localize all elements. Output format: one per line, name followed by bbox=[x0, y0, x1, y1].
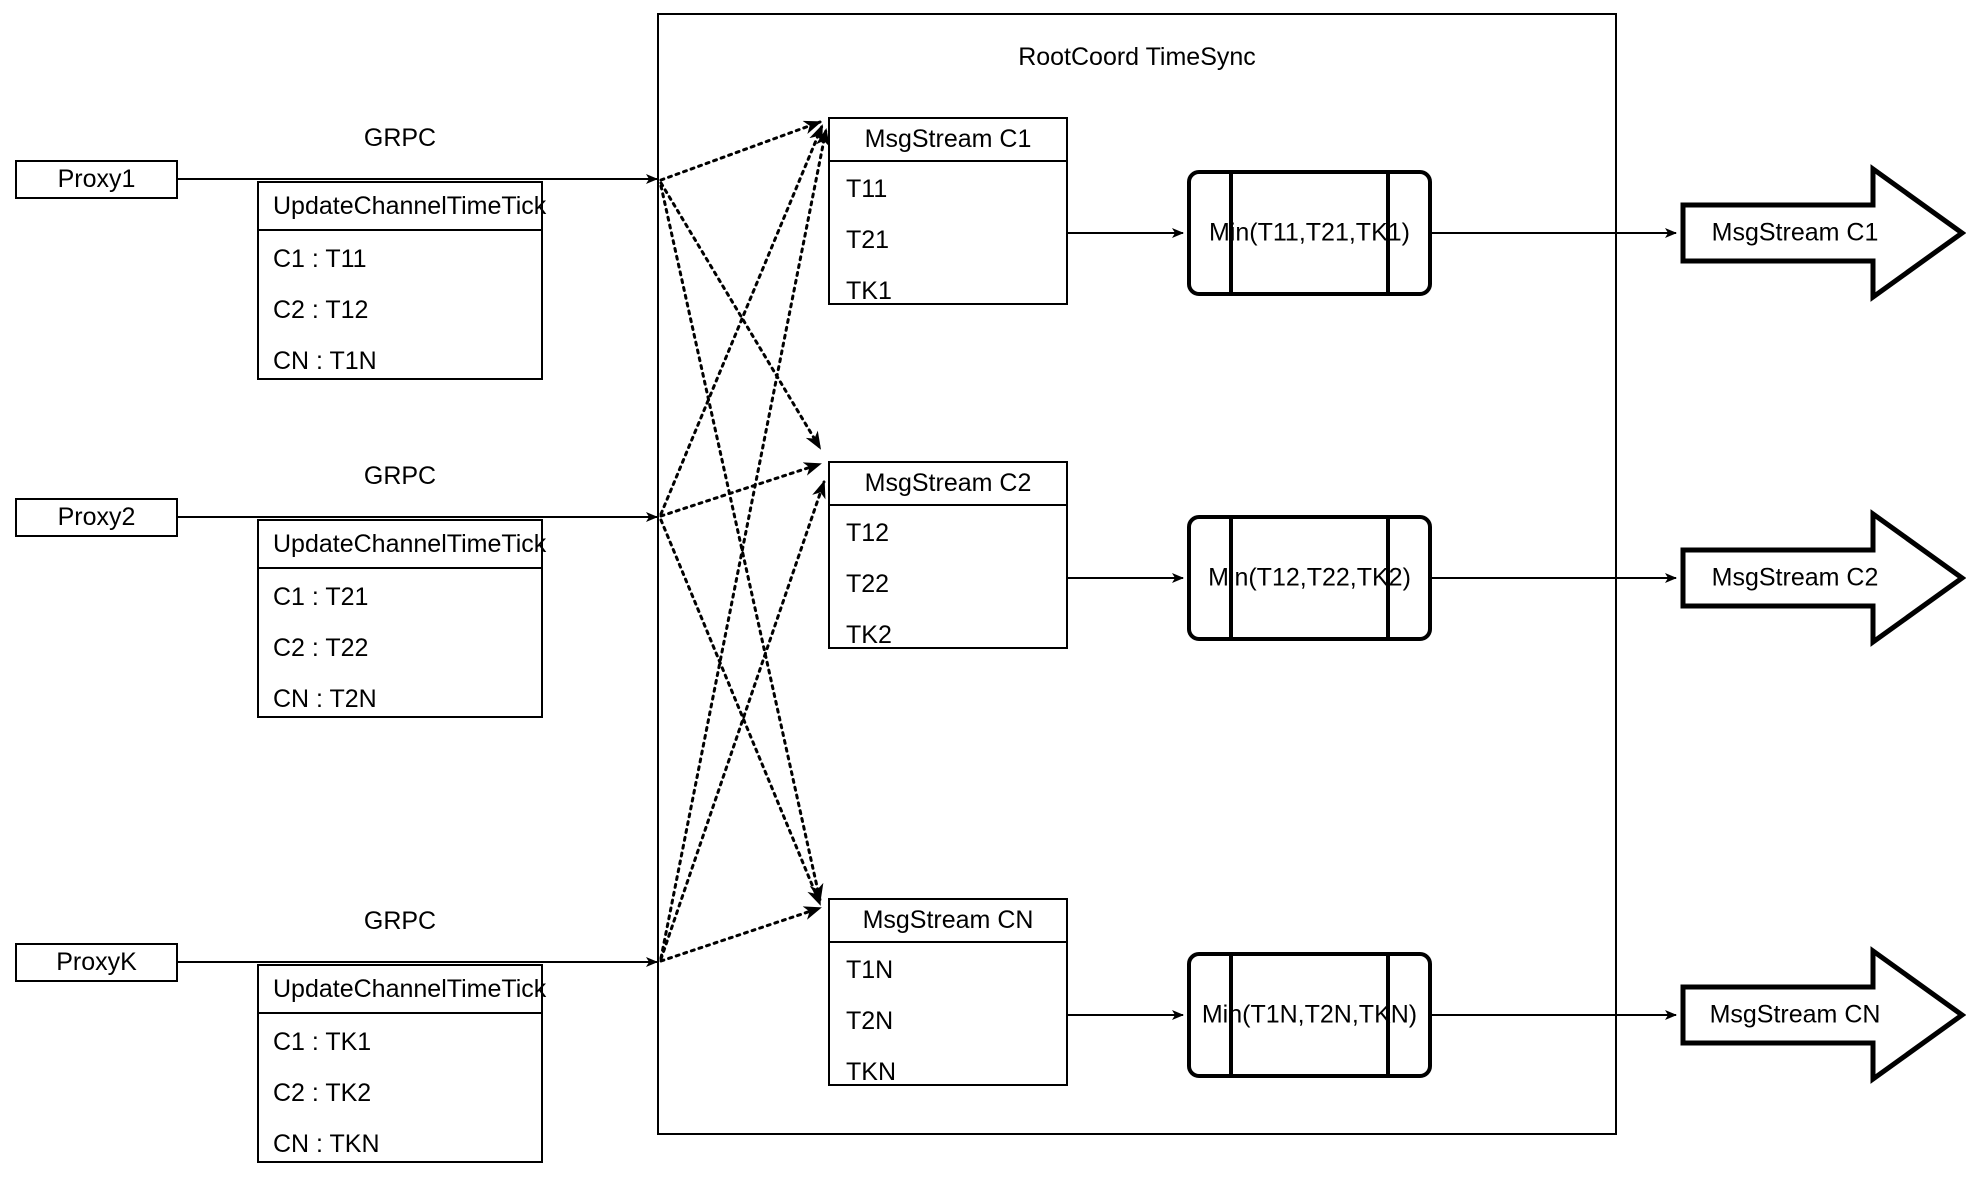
timetick-entry: CN : TKN bbox=[273, 1130, 380, 1158]
msgstream-entry: TKN bbox=[846, 1058, 896, 1086]
msgstream-entry: T12 bbox=[846, 519, 890, 547]
update-channel-timetick-header-2: UpdateChannelTimeTick bbox=[259, 521, 546, 569]
output-block-arrow-3: MsgStream CN bbox=[1680, 945, 1967, 1085]
container-title: RootCoord TimeSync bbox=[1018, 43, 1256, 71]
msgstream-box-2: MsgStream C2 T12 T22 TK2 bbox=[828, 461, 1068, 649]
dispatch-edges-proxyk bbox=[659, 128, 830, 963]
process-bar-right bbox=[1386, 519, 1390, 637]
min-process-label-2: Min(T12,T22,TK2) bbox=[1208, 563, 1411, 592]
update-channel-timetick-body-3: C1 : TK1 C2 : TK2 CN : TKN bbox=[259, 1014, 541, 1181]
process-bar-right bbox=[1386, 174, 1390, 292]
msgstream-entry: T11 bbox=[846, 175, 888, 203]
msgstream-entry: T21 bbox=[846, 226, 890, 254]
update-channel-timetick-body-2: C1 : T21 C2 : T22 CN : T2N bbox=[259, 569, 541, 736]
update-channel-timetick-box-3: UpdateChannelTimeTick C1 : TK1 C2 : TK2 … bbox=[257, 964, 546, 1163]
dispatch-edges-proxy2 bbox=[659, 124, 824, 906]
output-block-arrow-2: MsgStream C2 bbox=[1680, 508, 1967, 648]
min-process-box-1: Min(T11,T21,TK1) bbox=[1187, 170, 1432, 296]
output-label-1: MsgStream C1 bbox=[1711, 218, 1879, 247]
msgstream-box-1: MsgStream C1 T11 T21 TK1 bbox=[828, 117, 1068, 305]
msgstream-entry: T2N bbox=[846, 1007, 894, 1035]
min-process-box-2: Min(T12,T22,TK2) bbox=[1187, 515, 1432, 641]
block-arrow-shape bbox=[1680, 946, 1967, 1084]
proxy-box-3[interactable]: ProxyK bbox=[15, 943, 178, 982]
timetick-entry: C1 : T11 bbox=[273, 245, 367, 273]
dispatch-edges-proxy1 bbox=[659, 120, 824, 902]
timetick-entry: C2 : T22 bbox=[273, 634, 369, 662]
min-process-label-1: Min(T11,T21,TK1) bbox=[1209, 218, 1410, 247]
update-channel-timetick-body-1: C1 : T11 C2 : T12 CN : T1N bbox=[259, 231, 541, 398]
output-label-2: MsgStream C2 bbox=[1711, 563, 1879, 592]
msgstream-header-3: MsgStream CN bbox=[830, 900, 1066, 943]
msgstream-body-2: T12 T22 TK2 bbox=[830, 506, 1066, 672]
msgstream-box-3: MsgStream CN T1N T2N TKN bbox=[828, 898, 1068, 1086]
block-arrow-shape bbox=[1680, 509, 1967, 647]
grpc-label-1: GRPC bbox=[363, 124, 437, 152]
block-arrow-shape bbox=[1680, 164, 1967, 302]
proxy-box-2[interactable]: Proxy2 bbox=[15, 498, 178, 537]
msgstream-body-1: T11 T21 TK1 bbox=[830, 162, 1066, 328]
timetick-entry: C1 : T21 bbox=[273, 583, 369, 611]
msgstream-header-1: MsgStream C1 bbox=[830, 119, 1066, 162]
update-channel-timetick-header-3: UpdateChannelTimeTick bbox=[259, 966, 546, 1014]
process-bar-left bbox=[1229, 174, 1233, 292]
timetick-entry: CN : T2N bbox=[273, 685, 377, 713]
msgstream-header-2: MsgStream C2 bbox=[830, 463, 1066, 506]
msgstream-entry: TK2 bbox=[846, 621, 892, 649]
update-channel-timetick-box-2: UpdateChannelTimeTick C1 : T21 C2 : T22 … bbox=[257, 519, 546, 718]
proxy-box-1[interactable]: Proxy1 bbox=[15, 160, 178, 199]
timetick-entry: CN : T1N bbox=[273, 347, 377, 375]
grpc-label-2: GRPC bbox=[363, 462, 437, 490]
process-bar-left bbox=[1229, 956, 1233, 1074]
timetick-entry: C2 : TK2 bbox=[273, 1079, 372, 1107]
rootcoord-timesync-container bbox=[657, 13, 1617, 1135]
min-process-box-3: Min(T1N,T2N,TKN) bbox=[1187, 952, 1432, 1078]
process-bar-right bbox=[1386, 956, 1390, 1074]
timetick-entry: C1 : TK1 bbox=[273, 1028, 372, 1056]
msgstream-body-3: T1N T2N TKN bbox=[830, 943, 1066, 1109]
msgstream-entry: T22 bbox=[846, 570, 890, 598]
update-channel-timetick-box-1: UpdateChannelTimeTick C1 : T11 C2 : T12 … bbox=[257, 181, 546, 380]
process-bar-left bbox=[1229, 519, 1233, 637]
msgstream-entry: TK1 bbox=[846, 277, 892, 305]
min-process-label-3: Min(T1N,T2N,TKN) bbox=[1201, 1000, 1418, 1029]
msgstream-entry: T1N bbox=[846, 956, 894, 984]
update-channel-timetick-header-1: UpdateChannelTimeTick bbox=[259, 183, 546, 231]
timetick-entry: C2 : T12 bbox=[273, 296, 369, 324]
output-label-3: MsgStream CN bbox=[1709, 1000, 1881, 1029]
grpc-label-3: GRPC bbox=[363, 907, 437, 935]
output-block-arrow-1: MsgStream C1 bbox=[1680, 163, 1967, 303]
